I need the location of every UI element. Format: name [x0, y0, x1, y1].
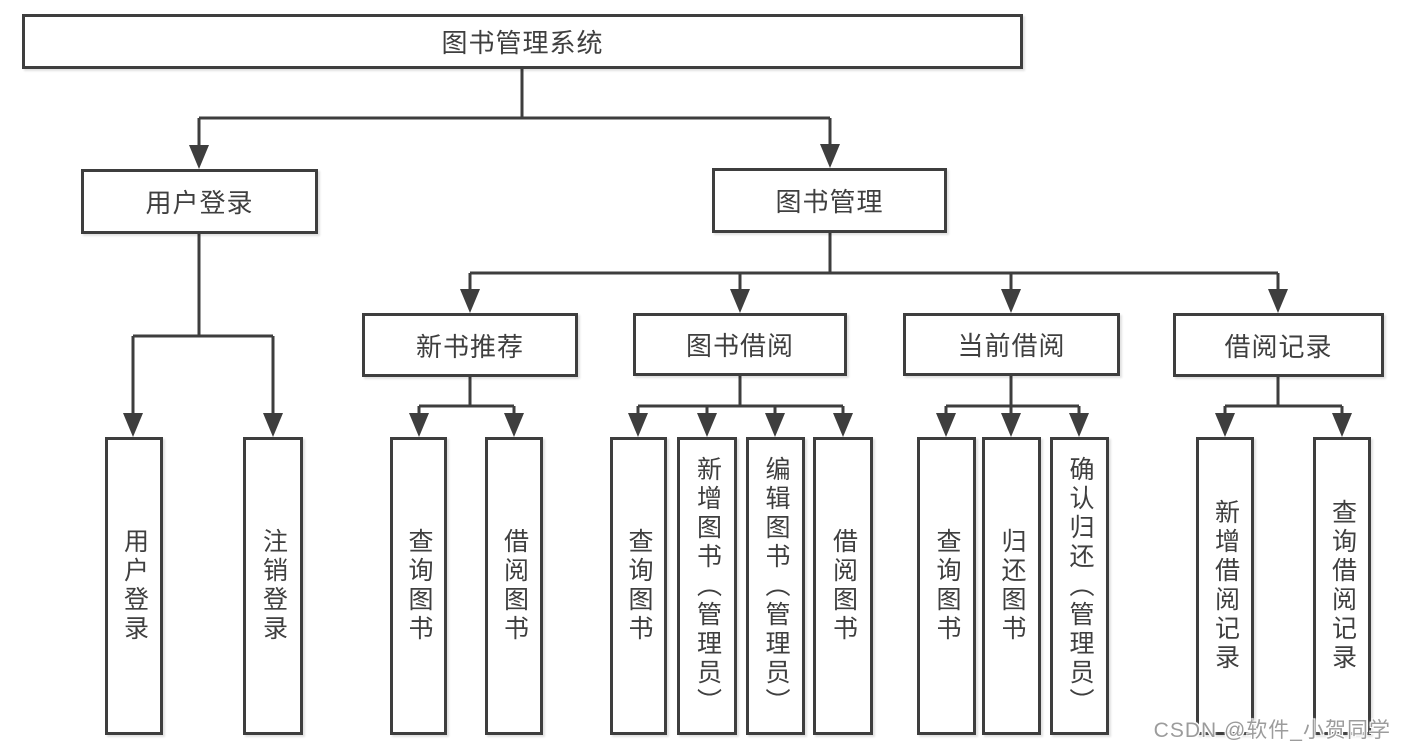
leaf-label: 注销登录 [259, 528, 288, 644]
arrowhead [1332, 413, 1352, 437]
leaf-label: 借阅图书 [829, 528, 858, 644]
connector-mgmt-to-level3 [468, 233, 1280, 292]
node-book-management: 图书管理 [712, 168, 947, 233]
leaf-label: 新增图书（管理员） [693, 455, 722, 717]
arrowhead [765, 413, 785, 437]
node-leaf-user-login: 用户登录 [105, 437, 163, 735]
node-leaf-return-books: 归还图书 [982, 437, 1041, 735]
arrowhead [460, 289, 480, 313]
arrowhead [1069, 413, 1089, 437]
leaf-label: 查询图书 [933, 528, 961, 644]
node-leaf-logout: 注销登录 [243, 437, 303, 735]
connector-root-to-level2 [197, 69, 832, 150]
leaf-label: 查询借阅记录 [1328, 499, 1357, 673]
leaf-label: 查询图书 [625, 528, 653, 644]
node-current-borrow: 当前借阅 [903, 313, 1120, 376]
arrowhead [730, 289, 750, 313]
connector-borrow-subtree [636, 376, 845, 418]
node-book-borrow: 图书借阅 [633, 313, 847, 376]
node-leaf-add-books-admin: 新增图书（管理员） [677, 437, 737, 735]
arrowhead [189, 145, 209, 169]
arrowhead [936, 413, 956, 437]
node-leaf-query-books-current: 查询图书 [917, 437, 976, 735]
arrowhead [504, 413, 524, 437]
arrowhead [1001, 289, 1021, 313]
arrowhead [409, 413, 429, 437]
node-new-book-recommend: 新书推荐 [362, 313, 578, 377]
node-user-login: 用户登录 [81, 169, 318, 234]
connector-current-subtree [944, 376, 1081, 418]
leaf-label: 借阅图书 [500, 528, 529, 644]
node-leaf-query-books-borrow: 查询图书 [610, 437, 667, 735]
leaf-label: 编辑图书（管理员） [762, 455, 790, 717]
arrowhead [1268, 289, 1288, 313]
node-root-system: 图书管理系统 [22, 14, 1023, 69]
leaf-label: 用户登录 [120, 528, 149, 644]
connector-record-subtree [1223, 377, 1344, 418]
arrowhead [263, 413, 283, 437]
arrowhead [628, 413, 648, 437]
arrowhead [1001, 413, 1021, 437]
leaf-label: 确认归还（管理员） [1066, 455, 1094, 717]
node-leaf-edit-books-admin: 编辑图书（管理员） [746, 437, 805, 735]
node-leaf-borrow-books-recommend: 借阅图书 [485, 437, 543, 735]
arrowhead [697, 413, 717, 437]
node-leaf-borrow-books: 借阅图书 [813, 437, 873, 735]
connector-login-subtree [131, 234, 275, 416]
node-borrow-record: 借阅记录 [1173, 313, 1384, 377]
node-leaf-add-borrow-record: 新增借阅记录 [1196, 437, 1254, 735]
arrowhead [820, 144, 840, 168]
arrowhead [123, 413, 143, 437]
arrowhead [1215, 413, 1235, 437]
connector-recommend-subtree [417, 377, 516, 418]
node-leaf-query-books-recommend: 查询图书 [390, 437, 447, 735]
node-leaf-confirm-return-admin: 确认归还（管理员） [1050, 437, 1109, 735]
leaf-label: 查询图书 [405, 528, 433, 644]
watermark: CSDN @软件_小贺同学 [1153, 719, 1391, 742]
node-leaf-query-borrow-record: 查询借阅记录 [1313, 437, 1371, 735]
arrowhead [833, 413, 853, 437]
leaf-label: 归还图书 [998, 528, 1026, 644]
leaf-label: 新增借阅记录 [1211, 499, 1240, 673]
